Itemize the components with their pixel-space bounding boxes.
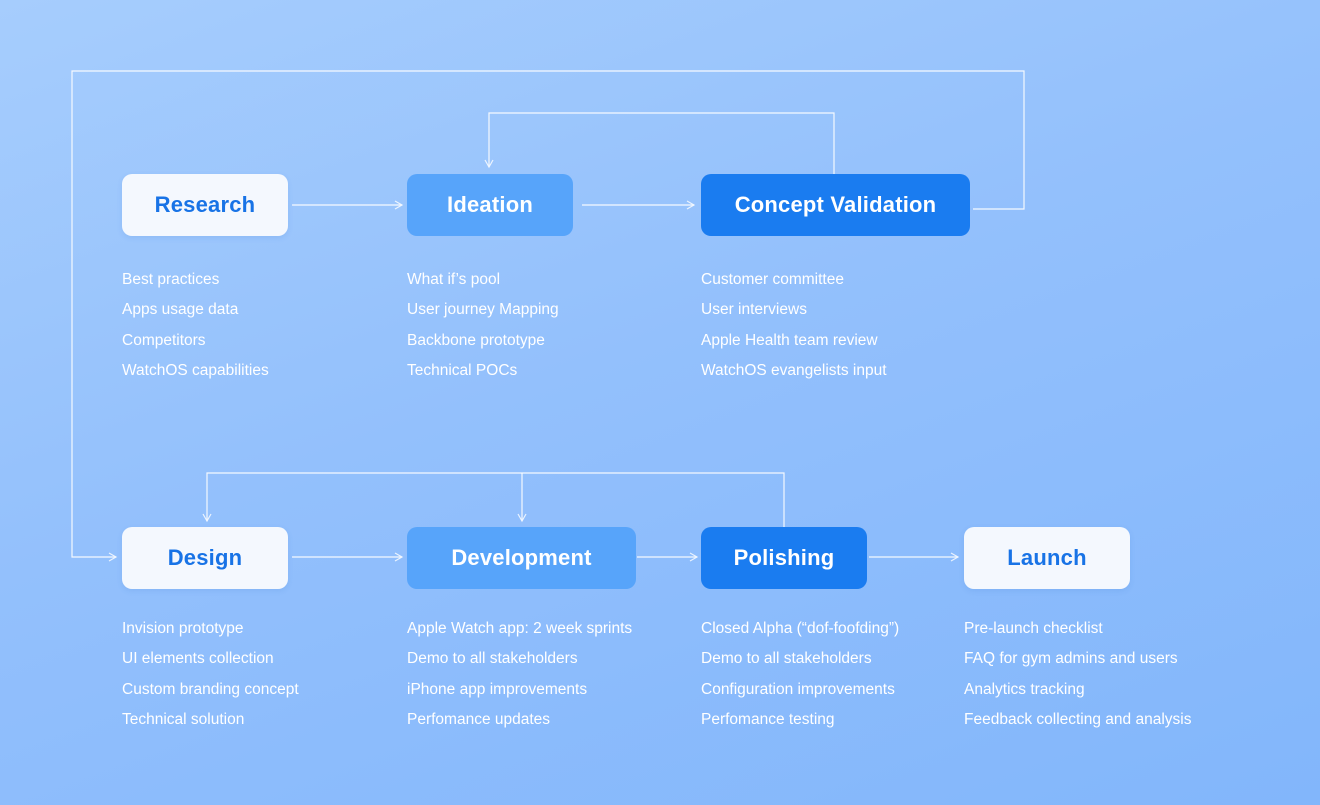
development-items: Apple Watch app: 2 week sprints Demo to … bbox=[407, 614, 632, 736]
list-item: FAQ for gym admins and users bbox=[964, 650, 1178, 668]
list-item: User interviews bbox=[701, 301, 807, 319]
loop-polishing-to-design bbox=[202, 472, 785, 527]
list-item: Backbone prototype bbox=[407, 331, 545, 349]
concept-validation-items: Customer committee User interviews Apple… bbox=[701, 265, 887, 387]
list-item: Apple Watch app: 2 week sprints bbox=[407, 620, 633, 637]
list-item: Apps usage data bbox=[122, 301, 239, 319]
list-item: Best practices bbox=[122, 271, 220, 288]
list-item: Technical solution bbox=[122, 711, 245, 729]
list-item: Technical POCs bbox=[407, 362, 518, 380]
stage-concept-validation: Concept Validation bbox=[701, 174, 970, 236]
polishing-items: Closed Alpha (“dof-foofding”) Demo to al… bbox=[701, 614, 899, 736]
stage-ideation: Ideation bbox=[407, 174, 573, 236]
stage-development: Development bbox=[407, 527, 636, 589]
list-item: User journey Mapping bbox=[407, 301, 559, 319]
list-item: Feedback collecting and analysis bbox=[964, 711, 1192, 729]
list-item: Closed Alpha (“dof-foofding”) bbox=[701, 620, 900, 637]
list-item: Customer committee bbox=[701, 271, 844, 288]
list-item: iPhone app improvements bbox=[407, 680, 588, 698]
list-item: Configuration improvements bbox=[701, 680, 895, 698]
list-item: Analytics tracking bbox=[964, 680, 1085, 698]
list-item: Custom branding concept bbox=[122, 680, 299, 698]
list-item: Demo to all stakeholders bbox=[701, 650, 872, 668]
list-item: Perfomance updates bbox=[407, 711, 551, 729]
list-item: WatchOS capabilities bbox=[122, 362, 269, 380]
launch-items: Pre-launch checklist FAQ for gym admins … bbox=[964, 614, 1191, 736]
list-item: WatchOS evangelists input bbox=[701, 362, 887, 380]
stage-research: Research bbox=[122, 174, 288, 236]
list-item: UI elements collection bbox=[122, 650, 274, 668]
stage-polishing: Polishing bbox=[701, 527, 867, 589]
list-item: Competitors bbox=[122, 331, 206, 349]
list-item: Pre-launch checklist bbox=[964, 620, 1103, 637]
list-item: Apple Health team review bbox=[701, 331, 878, 349]
research-items: Best practices Apps usage data Competito… bbox=[122, 265, 269, 387]
stage-launch: Launch bbox=[964, 527, 1130, 589]
stage-design: Design bbox=[122, 527, 288, 589]
list-item: Demo to all stakeholders bbox=[407, 650, 578, 668]
ideation-items: What if’s pool User journey Mapping Back… bbox=[407, 265, 559, 387]
list-item: What if’s pool bbox=[407, 271, 501, 288]
list-item: Invision prototype bbox=[122, 620, 244, 637]
loop-concept-validation-to-ideation bbox=[484, 112, 835, 174]
design-items: Invision prototype UI elements collectio… bbox=[122, 614, 299, 736]
list-item: Perfomance testing bbox=[701, 711, 835, 729]
